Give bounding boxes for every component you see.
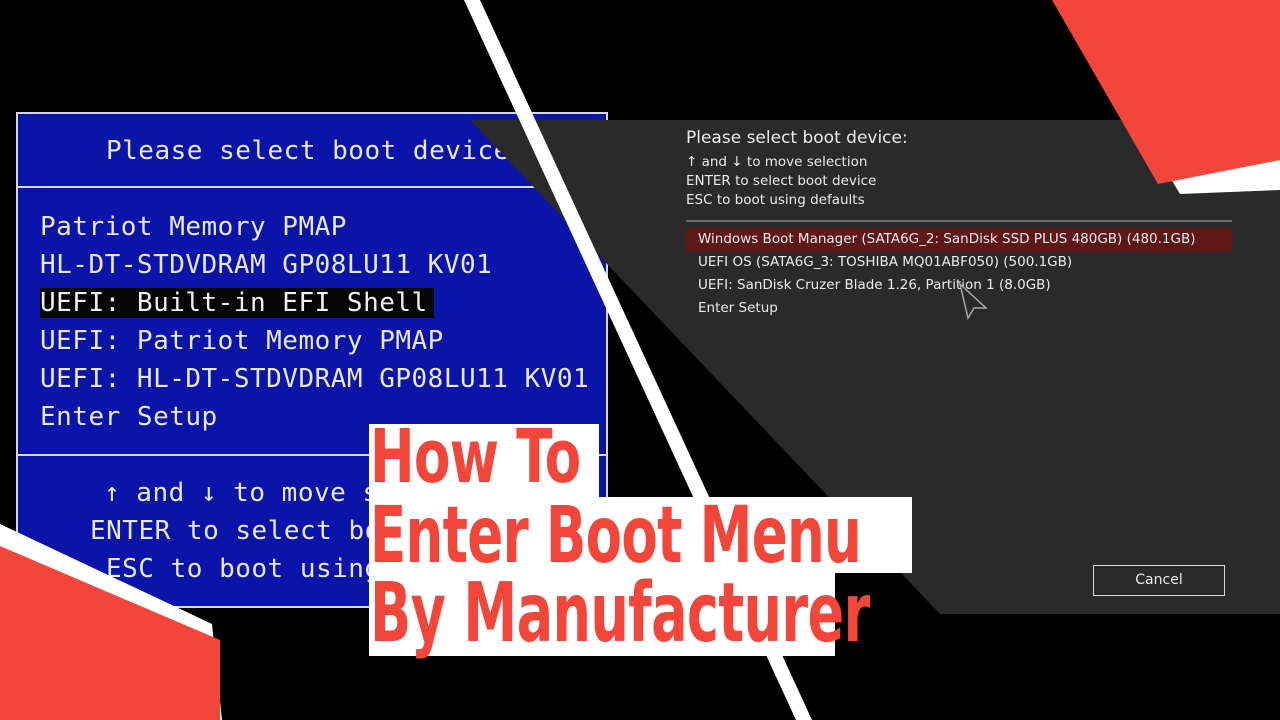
left-bios-divider-bottom	[18, 454, 606, 456]
right-boot-device-2[interactable]: UEFI OS (SATA6G_3: TOSHIBA MQ01ABF050) (…	[698, 254, 1073, 270]
left-enter-setup[interactable]: Enter Setup	[40, 402, 218, 432]
right-bios-header: Please select boot device:	[686, 128, 908, 148]
title-line-2: Enter Boot Menu	[370, 491, 862, 581]
title-line3-bg	[369, 572, 835, 656]
cancel-button[interactable]: Cancel	[1093, 565, 1225, 596]
title-line1-bg	[369, 424, 599, 498]
right-boot-device-3[interactable]: UEFI: SanDisk Cruzer Blade 1.26, Partiti…	[698, 277, 1051, 293]
left-hint-move: ↑ and ↓ to move s	[104, 478, 379, 508]
left-bios-header: Please select boot device:	[106, 136, 526, 166]
title-line2-bg	[369, 497, 912, 573]
left-boot-device-4[interactable]: UEFI: Patriot Memory PMAP	[40, 326, 444, 356]
right-enter-setup[interactable]: Enter Setup	[698, 300, 778, 316]
left-boot-device-3-selected[interactable]: UEFI: Built-in EFI Shell	[40, 288, 434, 318]
right-bios-divider	[686, 220, 1232, 222]
right-boot-device-1-selected[interactable]: Windows Boot Manager (SATA6G_2: SanDisk …	[698, 231, 1196, 247]
right-hint-enter: ENTER to select boot device	[686, 173, 877, 189]
right-hint-move: ↑ and ↓ to move selection	[686, 154, 868, 170]
right-hint-esc: ESC to boot using defaults	[686, 192, 865, 208]
left-boot-device-2[interactable]: HL-DT-STDVDRAM GP08LU11 KV01	[40, 250, 493, 280]
title-line-1: How To	[370, 414, 581, 500]
mouse-pointer-icon	[958, 281, 988, 320]
left-bios-divider-top	[18, 186, 606, 188]
left-boot-device-5[interactable]: UEFI: HL-DT-STDVDRAM GP08LU11 KV01	[40, 364, 590, 394]
left-hint-esc: ESC to boot using	[106, 554, 381, 584]
left-hint-enter: ENTER to select bo	[90, 516, 381, 546]
left-boot-device-1[interactable]: Patriot Memory PMAP	[40, 212, 347, 242]
title-line-3: By Manufacturer	[370, 566, 870, 661]
